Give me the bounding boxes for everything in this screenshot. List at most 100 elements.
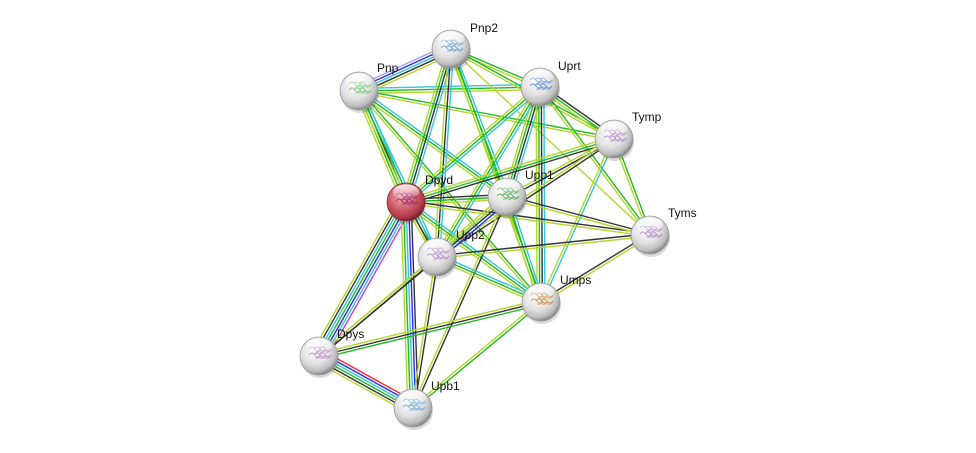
node-label-dpyd: Dpyd	[425, 173, 453, 187]
edge-evidence-other	[436, 86, 541, 258]
node-label-tyms: Tyms	[668, 206, 697, 220]
node-gloss	[399, 390, 427, 406]
edge-evidence-textmining	[539, 138, 614, 302]
edge-evidence-known-database	[407, 88, 543, 205]
node-label-umps: Umps	[560, 273, 591, 287]
edge-evidence-textmining	[359, 88, 541, 95]
edge-evidence-known-experimental	[325, 205, 414, 361]
edge-evidence-cooccurrence	[320, 202, 409, 358]
edge-evidence-known-database	[405, 201, 414, 409]
node-gloss	[527, 284, 555, 300]
edge-evidence-known-database	[407, 199, 543, 301]
edge-evidence-other	[405, 86, 541, 203]
edge-evidence-textmining	[541, 235, 652, 304]
edge-evidence-other	[538, 87, 541, 303]
node-upp1[interactable]: Upp1	[487, 168, 554, 219]
edge-upp2-tyms[interactable]	[436, 233, 651, 259]
node-gloss	[636, 217, 664, 233]
node-pnp2[interactable]: Pnp2	[431, 21, 498, 71]
edge-evidence-other	[359, 89, 615, 139]
edge-evidence-known-database	[360, 88, 509, 196]
edge-evidence-textmining	[434, 85, 539, 257]
edge-evidence-coexpression	[539, 233, 650, 302]
edge-evidence-other	[318, 201, 407, 357]
node-upp2[interactable]: Upp2	[417, 228, 485, 279]
edge-evidence-textmining	[411, 300, 541, 408]
edge-evidence-known-database	[322, 204, 412, 359]
node-gloss	[423, 239, 451, 255]
edge-tymp-dpyd[interactable]	[405, 135, 615, 206]
edge-evidence-textmining	[317, 255, 437, 356]
edge-dpyd-dpys[interactable]	[311, 197, 414, 361]
edge-pnp2-tyms[interactable]	[450, 48, 651, 236]
edge-umps-dpys[interactable]	[318, 298, 542, 360]
edge-evidence-known-database	[543, 86, 546, 302]
edge-evidence-known-database	[360, 89, 440, 257]
node-gloss	[526, 69, 554, 85]
node-label-dpys: Dpys	[337, 327, 364, 341]
edge-upp2-dpys[interactable]	[317, 255, 439, 358]
node-gloss	[600, 121, 628, 137]
edge-evidence-other	[413, 302, 543, 410]
node-pnp[interactable]: Pnp	[339, 61, 399, 113]
edge-evidence-known-database	[316, 200, 405, 356]
edge-evidence-other	[402, 202, 412, 409]
edge-evidence-cooccurrence	[407, 201, 417, 408]
node-label-upp2: Upp2	[456, 228, 485, 242]
edge-evidence-coexpression	[507, 195, 651, 235]
node-label-pnp2: Pnp2	[470, 21, 498, 35]
edge-tymp-upp1[interactable]	[506, 137, 615, 199]
edge-evidence-textmining	[311, 197, 400, 353]
edge-evidence-textmining	[411, 256, 437, 408]
edge-tymp-umps[interactable]	[539, 138, 616, 303]
edge-evidence-known-database	[358, 83, 540, 90]
edge-evidence-textmining	[450, 48, 651, 236]
node-umps[interactable]: Umps	[521, 273, 591, 324]
edge-uprt-umps[interactable]	[535, 86, 546, 303]
edge-evidence-other	[405, 138, 615, 203]
edge-evidence-other	[359, 89, 543, 302]
node-tymp[interactable]: Tymp	[594, 110, 662, 161]
edge-evidence-textmining	[318, 298, 541, 355]
edge-umps-tyms[interactable]	[539, 233, 652, 304]
edge-evidence-textmining	[403, 84, 539, 201]
edge-evidence-coexpression	[406, 200, 651, 235]
edge-evidence-textmining	[506, 137, 614, 197]
edge-evidence-coexpression	[507, 139, 615, 199]
node-tyms[interactable]: Tyms	[630, 206, 697, 257]
edge-evidence-textmining	[354, 92, 404, 204]
edge-evidence-coexpression	[413, 197, 509, 409]
edge-uprt-tyms[interactable]	[538, 85, 652, 237]
edge-evidence-textmining	[506, 197, 650, 237]
node-uprt[interactable]: Uprt	[520, 59, 581, 109]
edge-upp1-upb1[interactable]	[411, 196, 509, 409]
edge-evidence-coexpression	[313, 199, 403, 354]
edge-uprt-dpyd[interactable]	[403, 84, 543, 205]
edge-evidence-textmining	[538, 87, 650, 237]
node-label-pnp: Pnp	[377, 61, 399, 75]
edge-evidence-textmining	[401, 47, 448, 202]
edge-evidence-known-database	[541, 139, 616, 303]
edge-evidence-coexpression	[406, 49, 453, 203]
edge-umps-upb1[interactable]	[411, 300, 543, 410]
edge-evidence-other	[319, 303, 542, 360]
edge-upp1-tyms[interactable]	[506, 195, 651, 237]
edge-evidence-other	[404, 48, 451, 202]
edge-evidence-textmining	[405, 202, 650, 237]
edge-evidence-coexpression	[319, 257, 439, 358]
node-dpyd[interactable]: Dpyd	[386, 173, 453, 224]
node-gloss	[493, 179, 521, 195]
node-gloss	[305, 338, 333, 354]
edge-dpyd-upb1[interactable]	[400, 201, 419, 409]
node-dpys[interactable]: Dpys	[299, 327, 364, 378]
edge-evidence-textmining	[502, 85, 537, 197]
edge-dpyd-tyms[interactable]	[405, 200, 651, 237]
edge-evidence-coexpression	[436, 48, 452, 258]
edge-evidence-coexpression	[318, 301, 542, 357]
edge-pnp-uprt[interactable]	[358, 83, 541, 95]
edge-evidence-other	[540, 85, 652, 235]
edge-evidence-known-database	[438, 49, 455, 258]
node-upb1[interactable]: Upb1	[393, 379, 460, 430]
